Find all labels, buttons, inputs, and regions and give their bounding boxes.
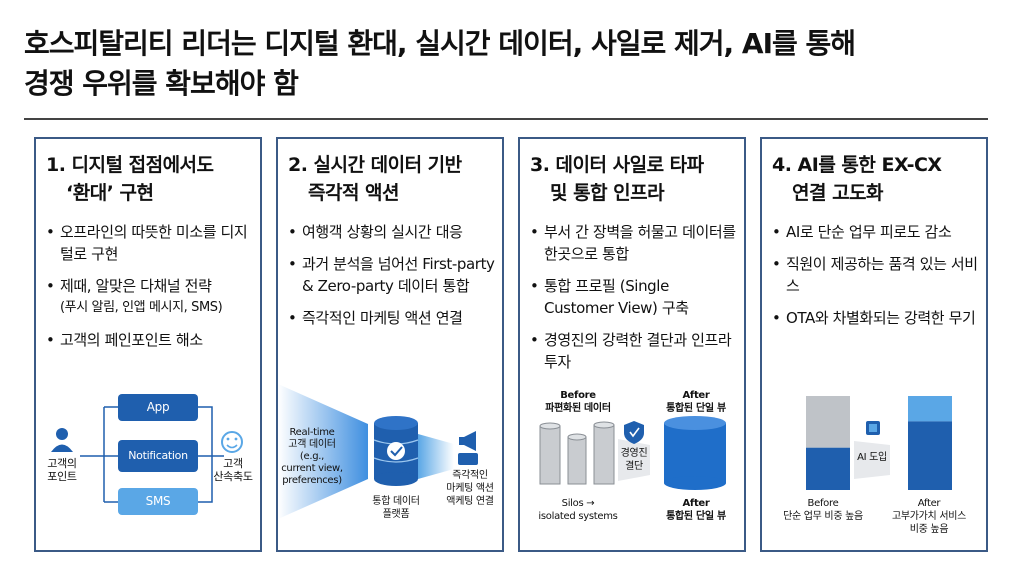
bullet-item: 부서 간 장벽을 허물고 데이터를 한곳으로 통합	[530, 221, 738, 265]
card-digital-hospitality: 1. 디지털 접점에서도 ‘환대’ 구현 오프라인의 따뜻한 미소를 디지털로 …	[34, 137, 262, 552]
before-label: Before 단순 업무 비중 높음	[783, 498, 863, 522]
satisfaction-label: 고객 산속축도	[213, 457, 253, 483]
bullet-item: 경영진의 강력한 결단과 인프라 투자	[530, 329, 738, 373]
before-top-label: Before 파편화된 데이터	[545, 390, 611, 414]
channel-app-label: App	[146, 400, 170, 414]
bullet-item: OTA와 차별화되는 강력한 무기	[772, 307, 980, 329]
integration-arrow	[618, 439, 650, 481]
bullet-item: 통합 프로필 (Single Customer View) 구축	[530, 275, 738, 319]
marketing-action-label: 즉각적인 마케팅 액션 액케팅 연결	[446, 470, 494, 507]
silos-label: Silos → isolated systems	[538, 498, 618, 522]
page-title-line1: 호스피탈리티 리더는 디지털 환대, 실시간 데이터, 사일로 제거, AI를 …	[24, 27, 856, 60]
channel-notification	[118, 440, 198, 472]
bullet-item: 즉각적인 마케팅 액션 연결	[288, 307, 496, 329]
bullet-item: 고객의 페인포인트 해소	[46, 329, 254, 351]
after-bar	[908, 396, 952, 490]
bullet-list: AI로 단순 업무 피로도 감소 직원이 제공하는 품격 있는 서비스 OTA와…	[762, 207, 986, 329]
executive-decision-label: 경영진 결단	[620, 448, 648, 472]
ai-chip-icon	[866, 421, 880, 435]
card-title: 3. 데이터 사일로 타파 및 통합 인프라	[520, 139, 744, 207]
page-title: 호스피탈리티 리더는 디지털 환대, 실시간 데이터, 사일로 제거, AI를 …	[24, 24, 1004, 104]
bullet-item: 직원이 제공하는 품격 있는 서비스	[772, 253, 980, 297]
card-title-line1: 4. AI를 통한 EX-CX	[772, 154, 942, 176]
unified-cylinder	[664, 416, 726, 490]
card-title-line1: 2. 실시간 데이터 기반	[288, 154, 462, 176]
bullet-item: 제때, 알맞은 다채널 전략 (푸시 알림, 인앱 메시지, SMS)	[46, 275, 254, 319]
bullet-text: 제때, 알맞은 다채널 전략	[60, 277, 212, 295]
ai-adoption-label: AI 도입	[857, 452, 887, 463]
customer-label: 고객의 포인트	[47, 457, 77, 483]
channel-notification-label: Notification	[128, 449, 188, 462]
card-title: 2. 실시간 데이터 기반 즉각적 액션	[278, 139, 502, 207]
customer-icon	[51, 428, 73, 452]
platform-label: 통합 데이터 플랫폼	[372, 496, 420, 520]
bullet-list: 오프라인의 따뜻한 미소를 디지털로 구현 제때, 알맞은 다채널 전략 (푸시 …	[36, 207, 260, 351]
after-top-label: After 통합된 단일 뷰	[666, 390, 726, 414]
after-label: After 고부가가치 서비스 비중 높음	[891, 498, 967, 535]
card-title-line2: ‘환대’ 구현	[66, 182, 154, 204]
after-bottom-label: After 통합된 단일 뷰	[666, 498, 726, 522]
channel-app	[118, 394, 198, 421]
bullet-item: 여행객 상황의 실시간 대응	[288, 221, 496, 243]
bullet-list: 부서 간 장벽을 허물고 데이터를 한곳으로 통합 통합 프로필 (Single…	[520, 207, 744, 373]
channel-sms	[118, 488, 198, 515]
bullet-item: AI로 단순 업무 피로도 감소	[772, 221, 980, 243]
page-title-line2: 경쟁 우위를 확보해야 함	[24, 67, 299, 100]
card-title-line1: 1. 디지털 접점에서도	[46, 154, 214, 176]
realtime-data-label: Real-time 고객 데이터 (e.g., current view, pr…	[281, 427, 343, 486]
bullet-list: 여행객 상황의 실시간 대응 과거 분석을 넘어선 First-party & …	[278, 207, 502, 329]
card-data-silos: 3. 데이터 사일로 타파 및 통합 인프라 부서 간 장벽을 허물고 데이터를…	[518, 137, 746, 552]
shield-icon	[624, 421, 644, 444]
data-flow-diagram	[278, 384, 478, 519]
card-title-line2: 연결 고도화	[792, 182, 884, 204]
input-funnel	[278, 384, 368, 519]
channel-sms-label: SMS	[145, 494, 171, 508]
card-ai-ex-cx: 4. AI를 통한 EX-CX 연결 고도화 AI로 단순 업무 피로도 감소 …	[760, 137, 988, 552]
ai-impact-diagram	[806, 396, 952, 490]
title-divider	[24, 118, 988, 120]
card-title: 1. 디지털 접점에서도 ‘환대’ 구현	[36, 139, 260, 207]
bullet-item: 오프라인의 따뜻한 미소를 디지털로 구현	[46, 221, 254, 265]
megaphone-icon	[458, 431, 478, 465]
card-realtime-data: 2. 실시간 데이터 기반 즉각적 액션 여행객 상황의 실시간 대응 과거 분…	[276, 137, 504, 552]
bullet-item: 과거 분석을 넘어선 First-party & Zero-party 데이터 …	[288, 253, 496, 297]
bullet-subtext: (푸시 알림, 인앱 메시지, SMS)	[60, 300, 223, 315]
card-title-line2: 즉각적 액션	[308, 182, 400, 204]
card-title: 4. AI를 통한 EX-CX 연결 고도화	[762, 139, 986, 207]
card-title-line2: 및 통합 인프라	[550, 182, 665, 204]
output-arrow	[418, 434, 454, 479]
card-title-line1: 3. 데이터 사일로 타파	[530, 154, 704, 176]
silo-diagram	[539, 416, 726, 490]
smiley-icon	[221, 431, 243, 453]
channel-diagram	[51, 394, 243, 515]
database-icon	[373, 416, 419, 486]
silo-cylinders	[539, 421, 615, 485]
before-bar	[806, 396, 850, 490]
transition-arrow	[854, 441, 890, 479]
